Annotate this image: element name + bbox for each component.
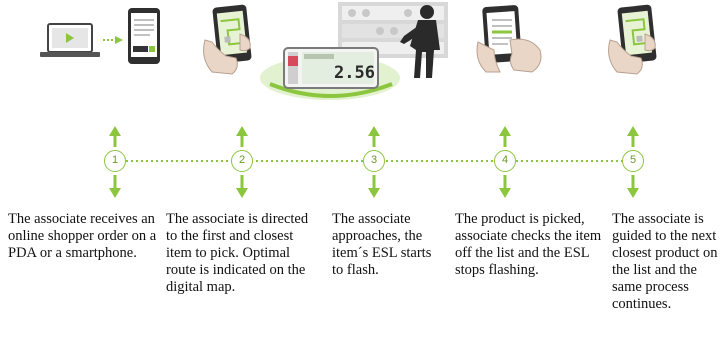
laptop-icon [40,23,100,57]
phone-icon [128,8,160,64]
hand-phone-map-icon-2 [203,4,252,75]
step-2-number: 2 [231,150,253,172]
step-4-number: 4 [494,150,516,172]
step-5-description: The associate is guided to the next clos… [612,211,718,312]
arrow-right-icon [103,36,123,44]
esl-label-icon: 2.56 [260,47,400,100]
shopper-silhouette-icon [400,5,440,78]
arrow-up-icon [499,126,511,147]
esl-price: 2.56 [334,63,375,83]
arrow-down-icon [368,175,380,198]
step-5-number: 5 [622,150,644,172]
hand-phone-map-icon-5 [608,4,657,75]
step-3-description: The associate approaches, the item´s ESL… [332,211,432,278]
arrow-up-icon [627,126,639,147]
step-1-description: The associate receives an online shopper… [8,211,157,261]
step-2-description: The associate is directed to the first a… [166,211,309,295]
arrow-down-icon [499,175,511,198]
arrow-down-icon [627,175,639,198]
arrow-down-icon [236,175,248,198]
arrow-up-icon [109,126,121,147]
hand-checking-list-icon [476,5,542,73]
arrow-down-icon [109,175,121,198]
arrow-up-icon [236,126,248,147]
step-4-description: The product is picked, associate checks … [455,211,602,278]
arrow-up-icon [368,126,380,147]
step-3-number: 3 [363,150,385,172]
illustrations-strip: 2.56 [40,2,657,198]
step-arrows [109,126,639,198]
step-1-number: 1 [104,150,126,172]
